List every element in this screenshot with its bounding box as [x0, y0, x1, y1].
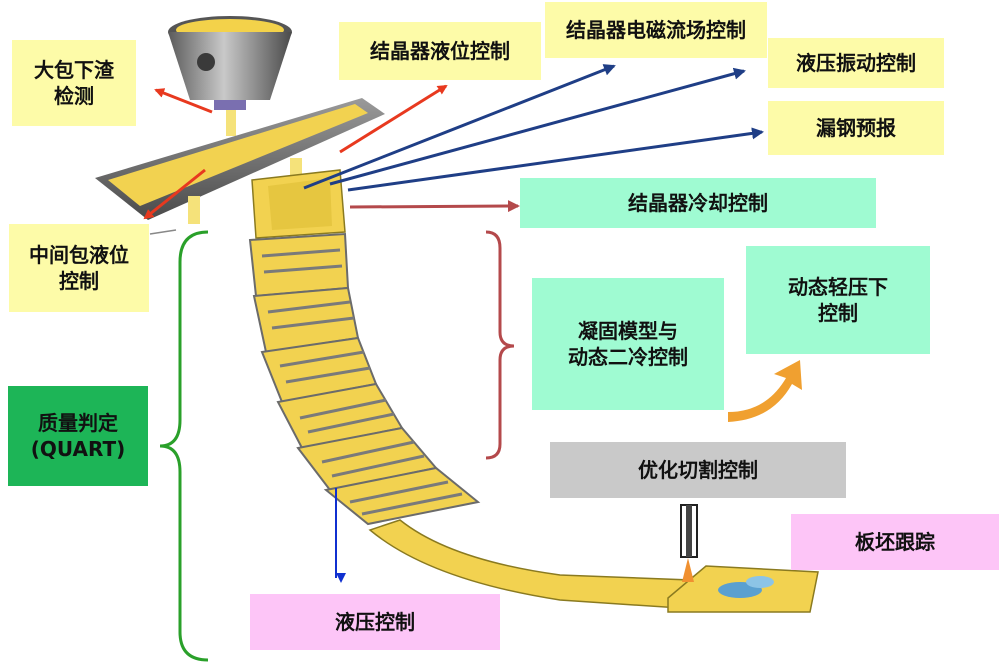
- orange-curve-arrow: [728, 360, 802, 422]
- torch: [680, 504, 698, 582]
- hydraulic-oscillation-label: 液压振动控制: [768, 38, 944, 88]
- green-brace-top: [149, 229, 177, 235]
- tundish-level-label: 中间包液位 控制: [9, 224, 149, 312]
- roller-lines: [261, 248, 463, 516]
- mold-cooling-label: 结晶器冷却控制: [520, 178, 876, 228]
- slab: [368, 519, 692, 609]
- ladle: [168, 16, 292, 136]
- ladle-slag-detection-label: 大包下渣 检测: [12, 40, 136, 126]
- soft-reduction-label: 动态轻压下 控制: [746, 246, 930, 354]
- solidification-model-label: 凝固模型与 动态二冷控制: [532, 278, 724, 410]
- mold: [251, 169, 346, 239]
- brown-brace: [485, 230, 515, 460]
- quality-judgement-label: 质量判定 (QUART): [8, 386, 148, 486]
- slab-tracking-label: 板坯跟踪: [791, 514, 999, 570]
- mold-em-flow-label: 结晶器电磁流场控制: [545, 2, 767, 58]
- mold-level-label: 结晶器液位控制: [339, 22, 541, 80]
- green-brace: [159, 230, 209, 662]
- slab-tracking-icon: [718, 576, 774, 598]
- arrows: [143, 64, 764, 583]
- hydraulic-control-label: 液压控制: [250, 594, 500, 650]
- strand-segments: [248, 232, 481, 526]
- breakout-prediction-label: 漏钢预报: [768, 101, 944, 155]
- optimized-cutting-label: 优化切割控制: [550, 442, 846, 498]
